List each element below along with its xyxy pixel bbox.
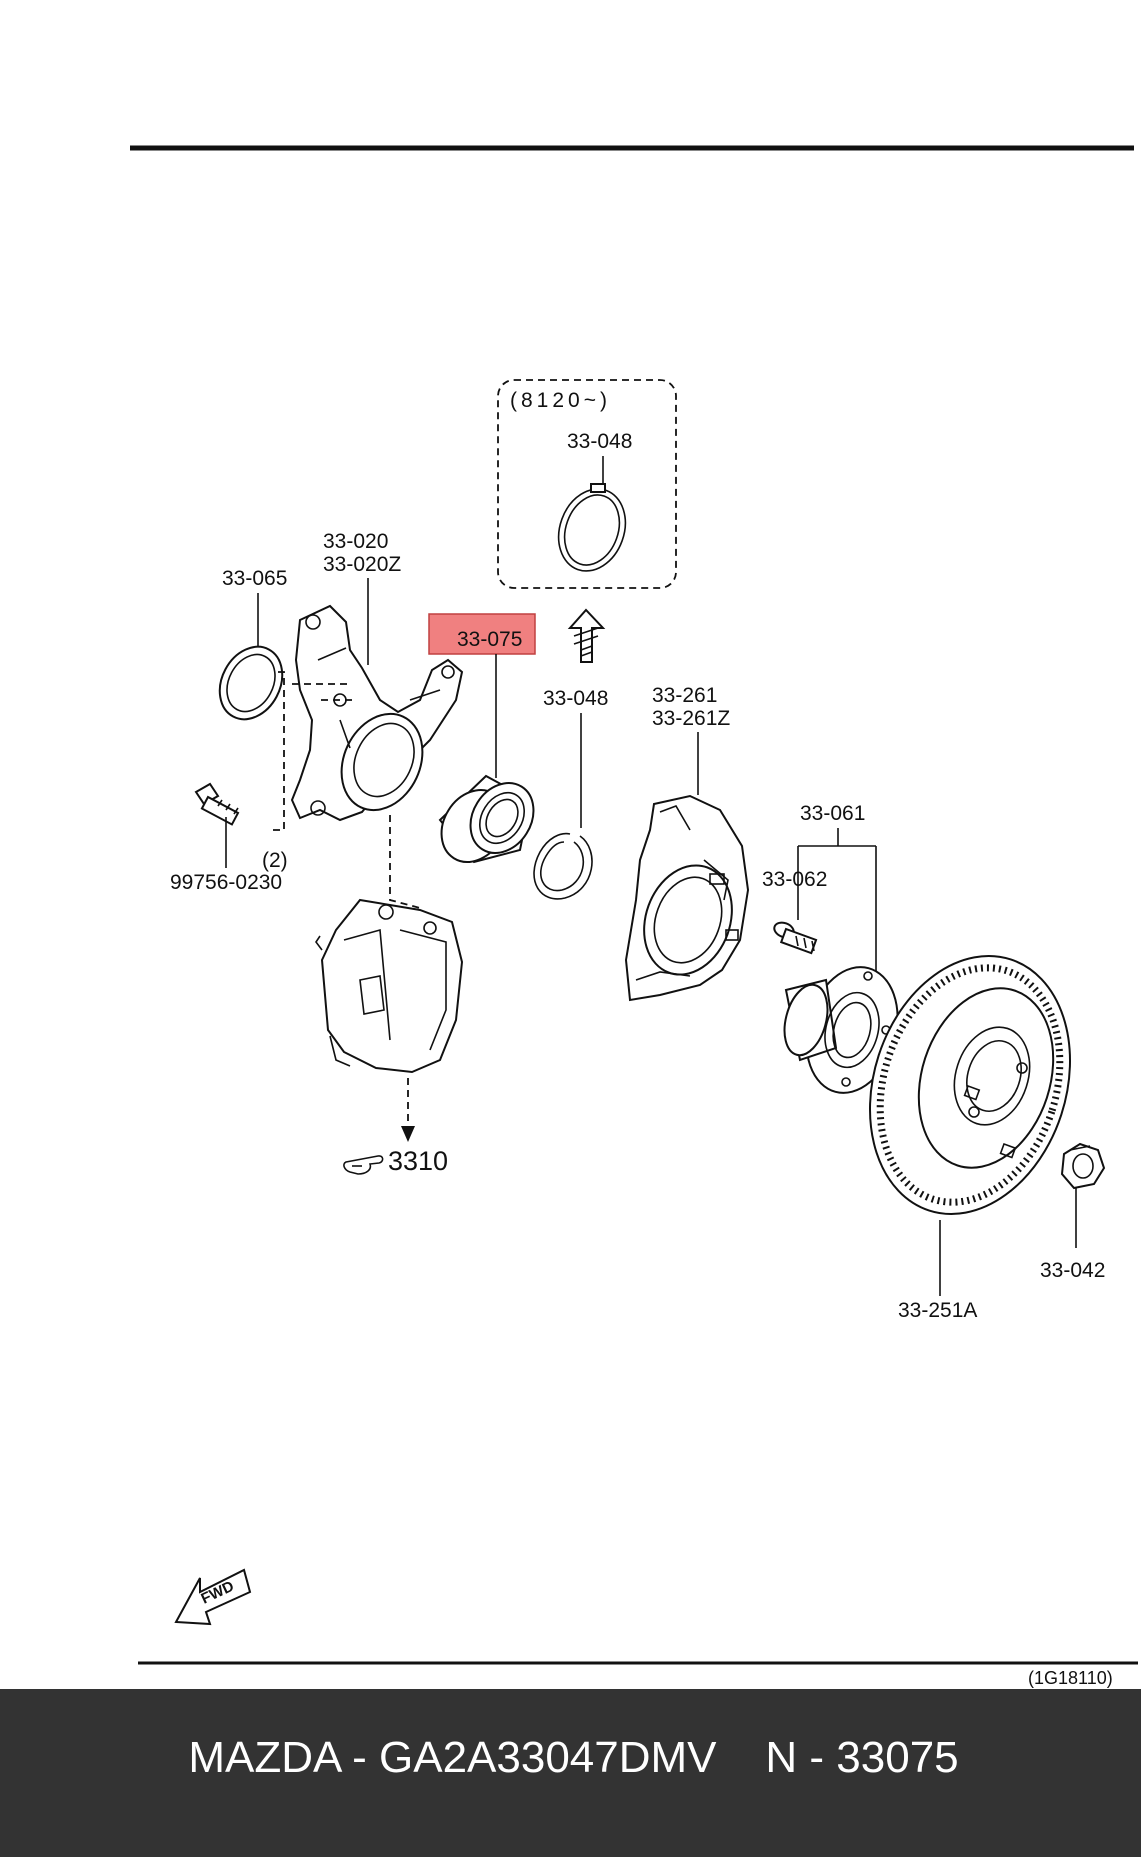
fwd-arrow-icon: FWD — [174, 1568, 252, 1626]
brake-caliper — [315, 898, 464, 1074]
knuckle-label-a: 33-020 — [323, 530, 388, 553]
part-number-caption: MAZDA - GA2A33047DMV N - 33075 — [188, 1733, 959, 1782]
bolt — [194, 782, 240, 826]
wheel-hub — [783, 966, 899, 1094]
inset-label: (8120~) — [510, 389, 611, 412]
exploded-parts-diagram: (8120~) 33-048 33-065 33-020 33-020Z — [130, 145, 1138, 1688]
hub-label: 33-061 — [800, 802, 865, 825]
steering-knuckle — [290, 604, 464, 822]
bolt-qty-label: (2) — [262, 849, 288, 872]
pointing-hand-icon — [343, 1155, 384, 1175]
bolt-label: 99756-0230 — [170, 871, 282, 894]
brake-disc — [869, 955, 1071, 1215]
hub-nut — [1060, 1142, 1106, 1190]
inset-box: (8120~) 33-048 — [497, 379, 677, 589]
snap-ring-label: 33-048 — [543, 687, 608, 710]
hub-bolt — [773, 921, 818, 955]
dust-cover-label-b: 33-261Z — [652, 707, 730, 730]
nut-label: 33-042 — [1040, 1259, 1105, 1282]
bearing-highlight — [428, 613, 536, 655]
dust-cover-label-a: 33-261 — [652, 684, 717, 707]
knuckle-label-b: 33-020Z — [323, 553, 401, 576]
caliper-ref-label: 3310 — [388, 1146, 448, 1176]
bearing-label: 33-075 — [457, 628, 522, 651]
wheel-bearing — [438, 774, 535, 864]
dust-seal-label: 33-065 — [222, 567, 287, 590]
snap-ring — [533, 832, 593, 900]
footer-bar: MAZDA - GA2A33047DMV N - 33075 — [0, 1689, 1141, 1857]
hub-bolt-label: 33-062 — [762, 868, 827, 891]
inset-snap-ring — [557, 483, 627, 572]
dust-cover — [624, 794, 750, 1002]
inset-snap-ring-label: 33-048 — [567, 430, 632, 453]
dust-seal — [218, 645, 284, 721]
up-arrow-icon — [567, 608, 606, 663]
figure-code: (1G18110) — [1028, 1668, 1113, 1688]
disc-label: 33-251A — [898, 1299, 977, 1322]
